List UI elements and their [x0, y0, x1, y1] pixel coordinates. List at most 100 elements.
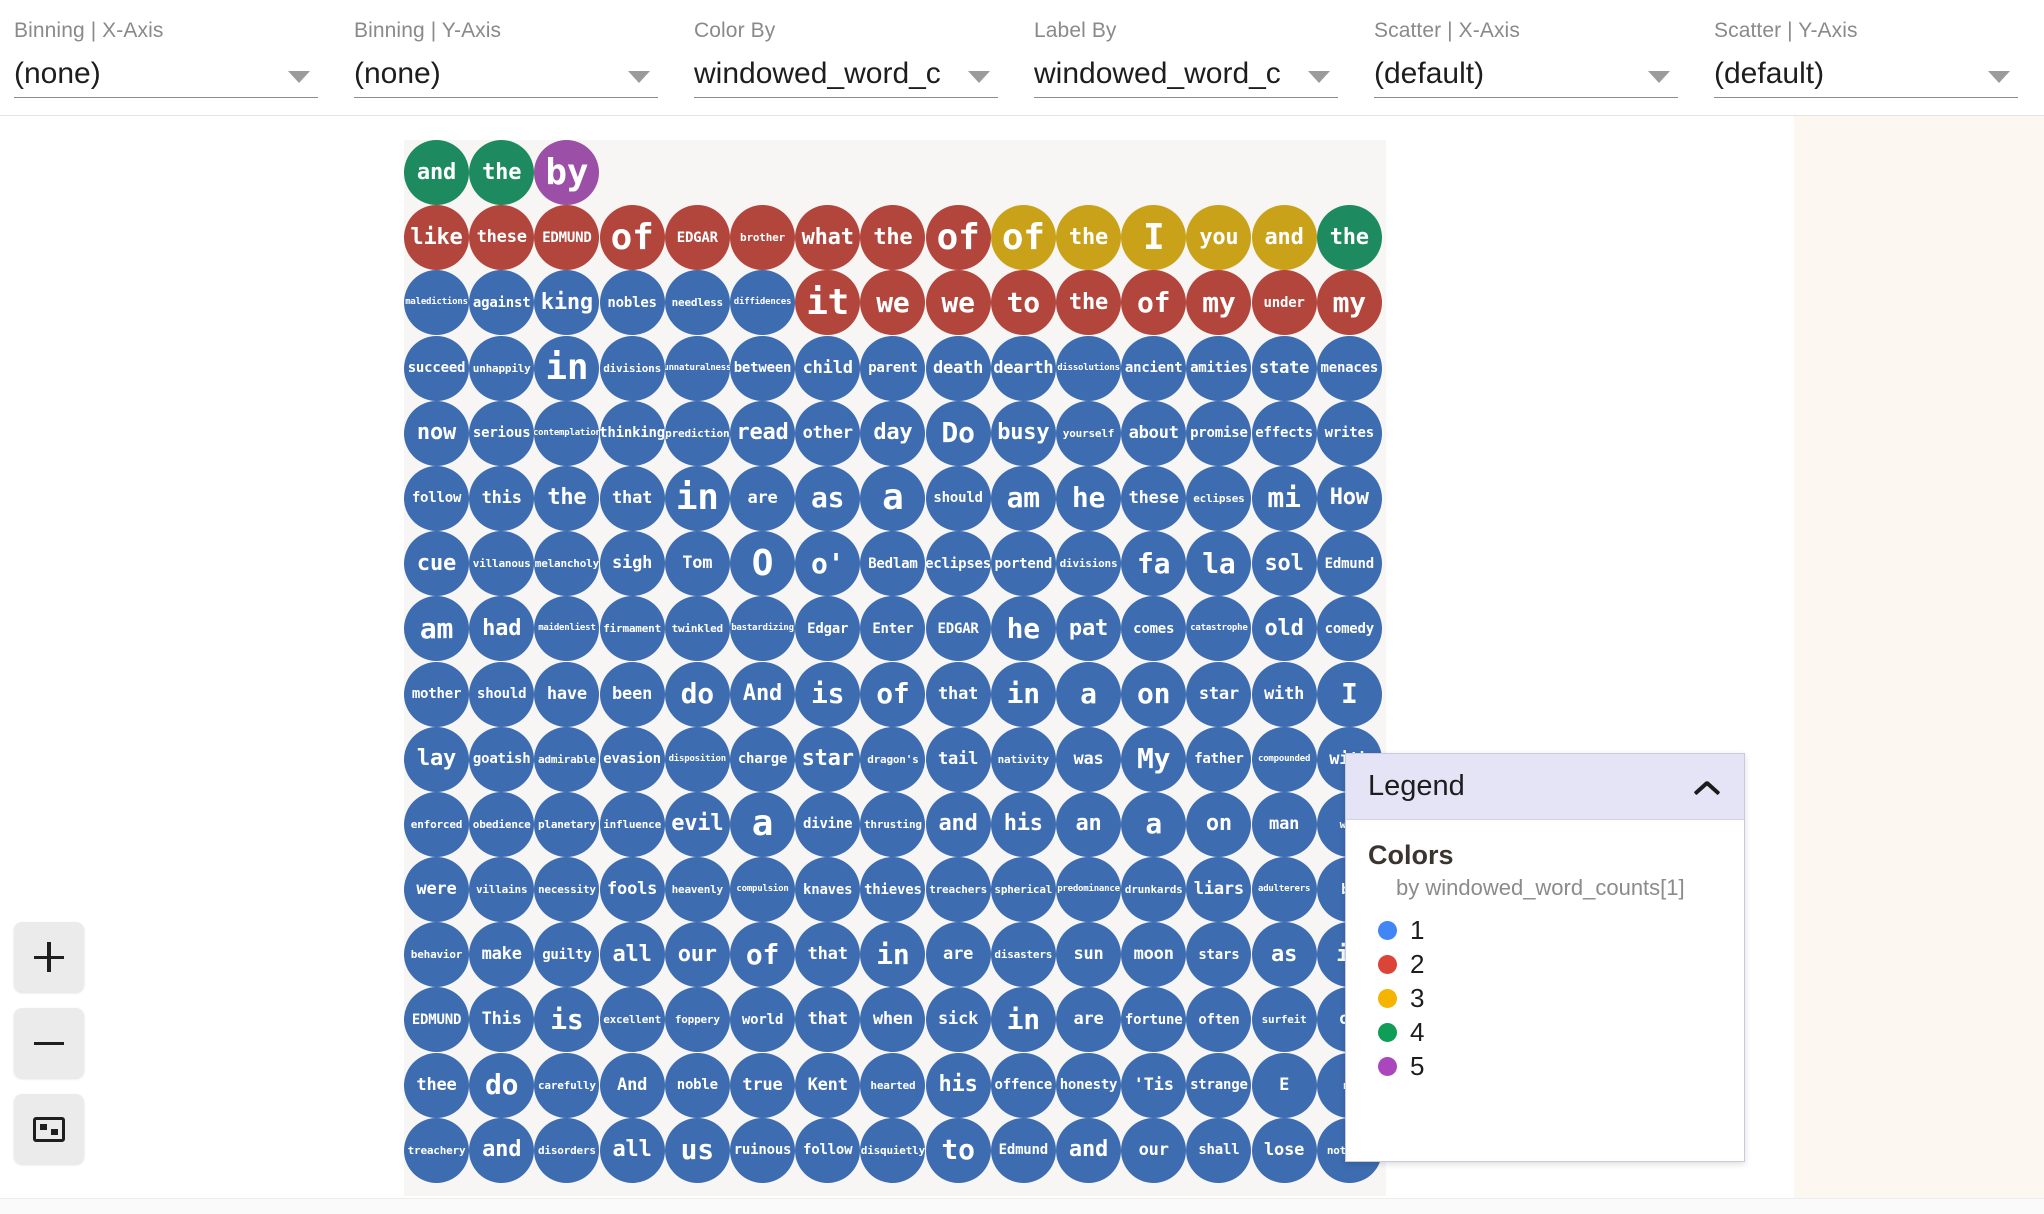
bubble-point[interactable]: am	[990, 465, 1056, 531]
bubble-point[interactable]: with	[1251, 661, 1317, 727]
bubble-point[interactable]: all	[599, 922, 665, 988]
bubble-point[interactable]: king	[534, 270, 600, 336]
bubble-point[interactable]: o'	[795, 531, 861, 597]
chevron-down-icon[interactable]	[1988, 70, 2010, 83]
bubble-point[interactable]: to	[990, 270, 1056, 336]
bubble-point[interactable]: thinking	[599, 400, 665, 466]
legend-item[interactable]: 2	[1368, 947, 1722, 981]
bubble-point[interactable]: EDMUND	[534, 205, 600, 271]
binning-y-axis-select[interactable]: (none)	[354, 50, 658, 98]
bubble-point[interactable]: drunkards	[1121, 857, 1187, 923]
bubble-point[interactable]: comedy	[1316, 596, 1382, 662]
legend-item[interactable]: 4	[1368, 1015, 1722, 1049]
bubble-point[interactable]: that	[795, 922, 861, 988]
bubble-point[interactable]: I	[1316, 661, 1382, 727]
bubble-point[interactable]: mi	[1251, 465, 1317, 531]
bubble-point[interactable]: hearted	[860, 1052, 926, 1118]
bubble-point[interactable]: are	[730, 465, 795, 531]
bubble-point[interactable]: that	[925, 661, 991, 727]
control-scatter-y-axis[interactable]: Scatter | Y-Axis(default)	[1700, 0, 2040, 115]
bubble-point[interactable]: compulsion	[730, 857, 795, 923]
bubble-point[interactable]: and	[469, 1117, 535, 1183]
bubble-point[interactable]: stars	[1186, 922, 1252, 988]
bubble-point[interactable]: sol	[1251, 531, 1317, 597]
bubble-point[interactable]: his	[925, 1052, 991, 1118]
bubble-point[interactable]: offence	[990, 1052, 1056, 1118]
bubble-point[interactable]: star	[1186, 661, 1252, 727]
bubble-point[interactable]: ancient	[1121, 335, 1187, 401]
bubble-point[interactable]: disposition	[664, 726, 730, 792]
bubble-point[interactable]: How	[1316, 465, 1382, 531]
bubble-point[interactable]: influence	[599, 791, 665, 857]
bubble-point[interactable]: in	[990, 987, 1056, 1053]
bubble-point[interactable]: unhappily	[469, 335, 535, 401]
zoom-in-button[interactable]	[14, 922, 84, 992]
bubble-point[interactable]: had	[469, 596, 535, 662]
bubble-point[interactable]: honesty	[1056, 1052, 1121, 1118]
fit-to-screen-button[interactable]	[14, 1094, 84, 1164]
bubble-point[interactable]: against	[469, 270, 535, 336]
bubble-point[interactable]: divisions	[599, 335, 665, 401]
bubble-point[interactable]: la	[1186, 531, 1252, 597]
bubble-point[interactable]: firmament	[599, 596, 665, 662]
bubble-point[interactable]: fortune	[1121, 987, 1187, 1053]
bubble-point[interactable]: amities	[1186, 335, 1252, 401]
bubble-point[interactable]: nativity	[990, 726, 1056, 792]
bubble-point[interactable]: EDGAR	[664, 205, 730, 271]
bubble-point[interactable]: like	[404, 205, 469, 271]
bubble-point[interactable]: a	[730, 791, 795, 857]
bubble-point[interactable]: portend	[990, 531, 1056, 597]
bubble-point[interactable]: bastardizing	[730, 596, 795, 662]
bubble-point[interactable]: foppery	[664, 987, 730, 1053]
bubble-point[interactable]: read	[730, 400, 795, 466]
bubble-point[interactable]: carefully	[534, 1052, 600, 1118]
bubble-point[interactable]: enforced	[404, 791, 469, 857]
bubble-point[interactable]: state	[1251, 335, 1317, 401]
bubble-point[interactable]: guilty	[534, 922, 600, 988]
bubble-point[interactable]: obedience	[469, 791, 535, 857]
bubble-point[interactable]: an	[1056, 791, 1121, 857]
color-by-select[interactable]: windowed_word_c	[694, 50, 998, 98]
bubble-point[interactable]: all	[599, 1117, 665, 1183]
scatter-y-axis-select[interactable]: (default)	[1714, 50, 2018, 98]
bubble-point[interactable]: succeed	[404, 335, 469, 401]
bubble-point[interactable]: man	[1251, 791, 1317, 857]
bubble-point[interactable]: pat	[1056, 596, 1121, 662]
zoom-out-button[interactable]	[14, 1008, 84, 1078]
bubble-point[interactable]: when	[860, 987, 926, 1053]
bubble-point[interactable]: behavior	[404, 922, 469, 988]
bubble-point[interactable]: planetary	[534, 791, 600, 857]
bubble-point[interactable]: do	[664, 661, 730, 727]
bubble-point[interactable]: writes	[1316, 400, 1382, 466]
bubble-point[interactable]: do	[469, 1052, 535, 1118]
bubble-point[interactable]: mother	[404, 661, 469, 727]
bubble-point[interactable]: the	[1056, 270, 1121, 336]
bubble-point[interactable]: And	[730, 661, 795, 727]
bubble-point[interactable]: moon	[1121, 922, 1187, 988]
bubble-point[interactable]: have	[534, 661, 600, 727]
bubble-point[interactable]: about	[1121, 400, 1187, 466]
bubble-point[interactable]: these	[1121, 465, 1187, 531]
bubble-point[interactable]: fa	[1121, 531, 1187, 597]
bubble-point[interactable]: we	[925, 270, 991, 336]
bubble-point[interactable]: busy	[990, 400, 1056, 466]
bubble-point[interactable]: liars	[1186, 857, 1252, 923]
bubble-point[interactable]: nobles	[599, 270, 665, 336]
bubble-point[interactable]: follow	[404, 465, 469, 531]
bubble-point[interactable]: Bedlam	[860, 531, 926, 597]
bubble-point[interactable]: star	[795, 726, 861, 792]
bubble-point[interactable]: noble	[664, 1052, 730, 1118]
bubble-point[interactable]: Edgar	[795, 596, 861, 662]
bubble-point[interactable]: necessity	[534, 857, 600, 923]
bubble-point[interactable]: as	[795, 465, 861, 531]
bubble-point[interactable]: EDMUND	[404, 987, 469, 1053]
bubble-point[interactable]: as	[1251, 922, 1317, 988]
bubble-point[interactable]: been	[599, 661, 665, 727]
legend-item[interactable]: 1	[1368, 913, 1722, 947]
bubble-point[interactable]: a	[1121, 791, 1187, 857]
bubble-point[interactable]: of	[860, 661, 926, 727]
bubble-point[interactable]: our	[1121, 1117, 1187, 1183]
legend-item[interactable]: 3	[1368, 981, 1722, 1015]
